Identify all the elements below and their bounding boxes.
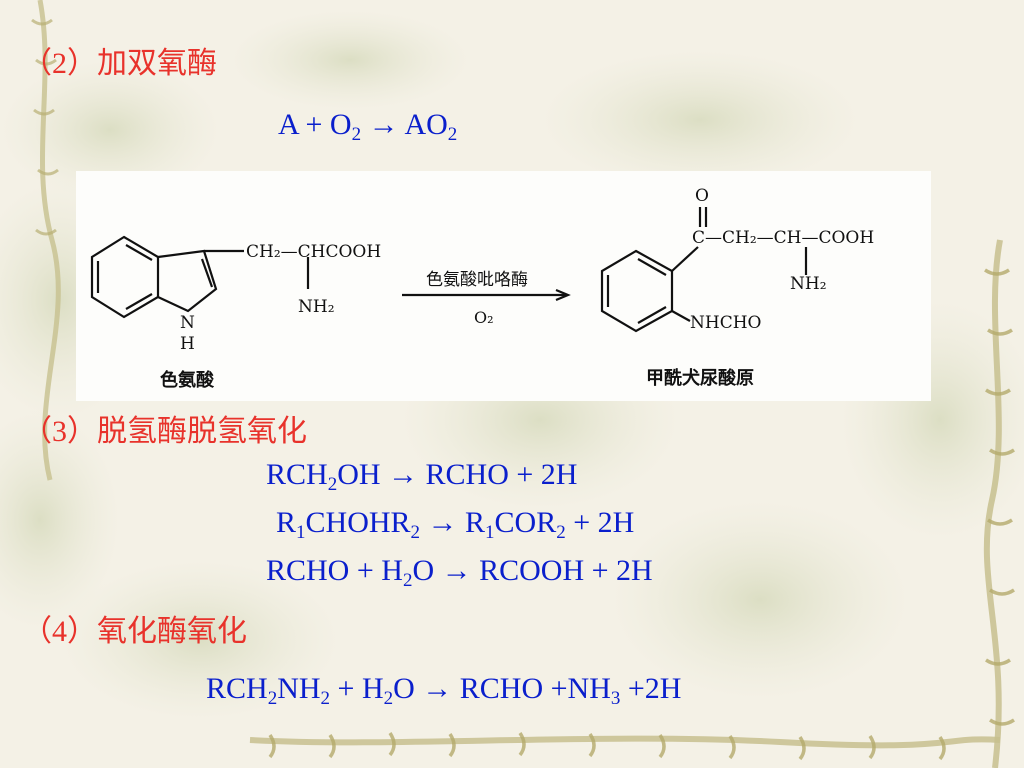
tryptophan-reaction-diagram: CH₂—CHCOOH NH₂ N H 色氨酸 色氨酸吡咯酶 O₂ O C—CH₂… <box>90 186 874 391</box>
product-nhcho: NHCHO <box>690 313 761 333</box>
reactant-benzene-ring <box>90 235 160 319</box>
subscript: 2 <box>267 688 278 709</box>
section3-equation-3: RCHO + H2O → RCOOH + 2H <box>266 554 653 591</box>
arrow-cofactor-label: O₂ <box>474 308 494 327</box>
product-chain: C—CH₂—CH—COOH <box>692 228 874 248</box>
reactant-ring-n: N <box>180 313 195 333</box>
subscript: 2 <box>402 570 413 591</box>
reactant-pyrrole-ring <box>157 249 218 313</box>
product-carbonyl-o: O <box>695 186 709 206</box>
section4-heading: （4）氧化酶氧化 <box>22 615 247 648</box>
section2-equation: A + O2 → AO2 <box>278 108 458 145</box>
subscript: 2 <box>383 688 394 709</box>
product-amine: NH₂ <box>790 274 827 294</box>
subscript: 1 <box>485 522 495 543</box>
reactant-side-chain: CH₂—CHCOOH <box>246 242 381 262</box>
subscript: 2 <box>556 522 566 543</box>
reactant-ring-h: H <box>180 334 195 354</box>
subscript: 3 <box>610 688 621 709</box>
reaction-figure: CH₂—CHCOOH NH₂ N H 色氨酸 色氨酸吡咯酶 O₂ O C—CH₂… <box>76 171 931 401</box>
product-caption: 甲酰犬尿酸原 <box>646 367 754 389</box>
subscript: 2 <box>447 124 458 145</box>
reactant-amine: NH₂ <box>298 297 335 317</box>
reactant-caption: 色氨酸 <box>160 369 215 391</box>
subscript: 2 <box>410 522 421 543</box>
product-benzene-ring <box>600 249 674 333</box>
subscript: 1 <box>296 522 306 543</box>
section3-equation-1: RCH2OH → RCHO + 2H <box>266 458 578 495</box>
subscript: 2 <box>351 124 362 145</box>
section4-equation: RCH2NH2 + H2O → RCHO +NH3 +2H <box>206 672 682 709</box>
subscript: 2 <box>327 474 338 495</box>
section2-heading: （2）加双氧酶 <box>22 47 217 80</box>
section3-heading: （3）脱氢酶脱氢氧化 <box>22 415 307 448</box>
subscript: 2 <box>320 688 331 709</box>
section3-equation-2: R1CHOHR2 → R1COR2 + 2H <box>276 506 635 543</box>
arrow-enzyme-label: 色氨酸吡咯酶 <box>426 270 528 290</box>
